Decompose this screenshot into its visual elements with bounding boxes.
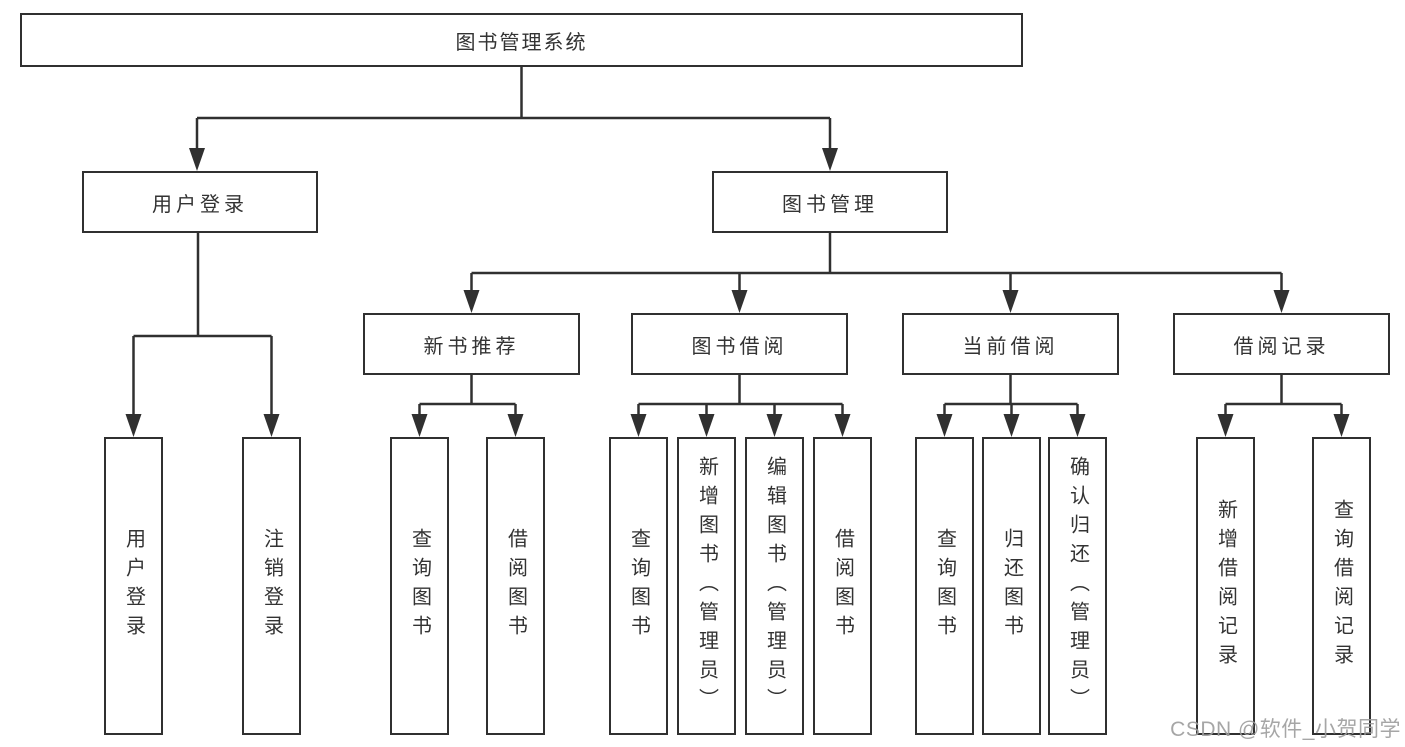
node-new-book-recommend: 新书推荐 — [363, 313, 580, 375]
leaf-query-books-3: 查询图书 — [915, 437, 974, 735]
node-user-login-label: 用户登录 — [152, 193, 248, 216]
leaf-return-books: 归还图书 — [982, 437, 1041, 735]
leaf-borrow-books-2: 借阅图书 — [813, 437, 872, 735]
leaf-query-books-2-label: 查询图书 — [627, 528, 650, 644]
node-current-borrow: 当前借阅 — [902, 313, 1119, 375]
csdn-watermark: CSDN @软件_小贺同学 — [1170, 718, 1401, 741]
leaf-query-books-1: 查询图书 — [390, 437, 449, 735]
leaf-user-login: 用户登录 — [104, 437, 163, 735]
leaf-edit-books-admin-label: 编辑图书（管理员） — [763, 455, 786, 717]
leaf-query-borrow-record-label: 查询借阅记录 — [1330, 499, 1353, 673]
leaf-borrow-books-1-label: 借阅图书 — [504, 528, 527, 644]
node-book-management: 图书管理 — [712, 171, 948, 233]
node-root-label: 图书管理系统 — [455, 31, 588, 54]
leaf-query-books-1-label: 查询图书 — [408, 528, 431, 644]
leaf-user-login-label: 用户登录 — [122, 528, 145, 644]
node-new-book-recommend-label: 新书推荐 — [423, 335, 520, 358]
leaf-borrow-books-2-label: 借阅图书 — [831, 528, 854, 644]
leaf-query-borrow-record: 查询借阅记录 — [1312, 437, 1371, 735]
node-current-borrow-label: 当前借阅 — [962, 335, 1059, 358]
node-book-borrow: 图书借阅 — [631, 313, 848, 375]
leaf-logout-label: 注销登录 — [260, 528, 283, 644]
leaf-query-books-3-label: 查询图书 — [933, 528, 956, 644]
leaf-return-books-label: 归还图书 — [1000, 528, 1023, 644]
node-user-login: 用户登录 — [82, 171, 318, 233]
node-book-borrow-label: 图书借阅 — [691, 335, 788, 358]
leaf-add-books-admin-label: 新增图书（管理员） — [695, 455, 718, 717]
node-book-management-label: 图书管理 — [782, 193, 878, 216]
leaf-confirm-return-admin: 确认归还（管理员） — [1048, 437, 1107, 735]
leaf-add-borrow-record: 新增借阅记录 — [1196, 437, 1255, 735]
node-root-library-system: 图书管理系统 — [20, 13, 1023, 67]
leaf-edit-books-admin: 编辑图书（管理员） — [745, 437, 804, 735]
node-borrow-records-label: 借阅记录 — [1233, 335, 1330, 358]
leaf-query-books-2: 查询图书 — [609, 437, 668, 735]
node-borrow-records: 借阅记录 — [1173, 313, 1390, 375]
leaf-logout: 注销登录 — [242, 437, 301, 735]
leaf-confirm-return-admin-label: 确认归还（管理员） — [1066, 455, 1089, 717]
leaf-add-borrow-record-label: 新增借阅记录 — [1214, 499, 1237, 673]
leaf-add-books-admin: 新增图书（管理员） — [677, 437, 736, 735]
leaf-borrow-books-1: 借阅图书 — [486, 437, 545, 735]
